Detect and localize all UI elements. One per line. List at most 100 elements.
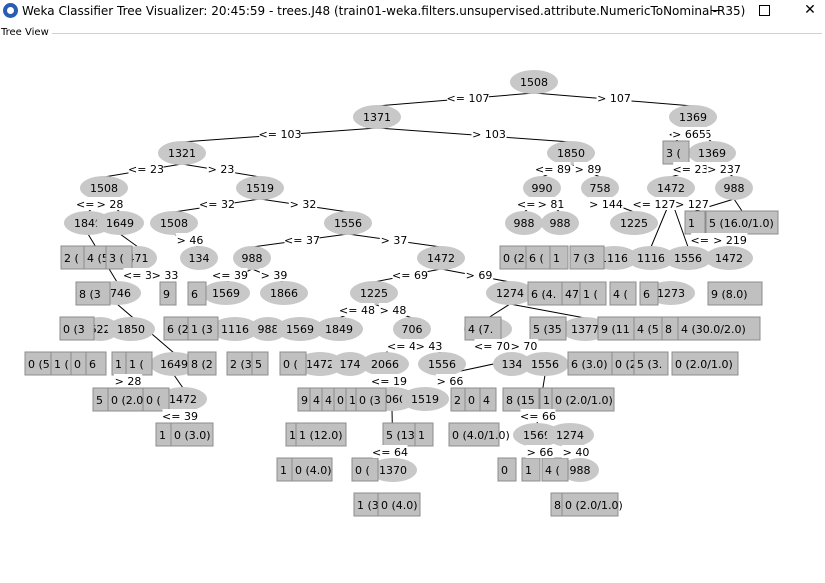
tree-leaf[interactable]: 0 (2.0/1.0) [561, 492, 623, 517]
tree-node[interactable]: 988 [505, 211, 543, 235]
tree-node[interactable]: 1866 [260, 281, 308, 305]
tree-node[interactable]: 1649 [150, 352, 198, 376]
tree-node[interactable]: 988 [233, 246, 271, 270]
tree-node[interactable]: 988 [715, 176, 753, 200]
tree-leaf[interactable]: 6 [639, 281, 659, 306]
tree-node[interactable]: 1850 [107, 317, 155, 341]
tree-leaf[interactable]: 3 ( [105, 245, 133, 270]
tree-node[interactable]: 1274 [486, 281, 534, 305]
tree-leaf[interactable]: 1 ( [579, 281, 607, 306]
tree-node[interactable]: 706 [393, 317, 431, 341]
tree-node[interactable]: 2066 [361, 352, 409, 376]
tree-leaf[interactable]: 5 (13 [382, 422, 418, 447]
tree-node[interactable]: 1225 [610, 211, 658, 235]
tree-node[interactable]: 988 [249, 317, 287, 341]
tree-leaf[interactable]: 2 ( [60, 245, 88, 270]
tree-leaf[interactable]: 0 (4.0) [377, 492, 421, 517]
tree-node[interactable]: 1508 [80, 176, 128, 200]
tree-leaf[interactable]: 0 (3.0) [170, 422, 214, 447]
tree-node[interactable]: 1472 [159, 387, 207, 411]
tree-leaf[interactable]: 47 [561, 281, 583, 306]
tree-node[interactable]: 1116 [211, 317, 259, 341]
tree-leaf[interactable]: 6 [85, 351, 107, 376]
tree-node[interactable]: 1370 [369, 458, 417, 482]
tree-leaf[interactable]: 3 ( [662, 140, 690, 165]
tree-node[interactable]: 1569 [202, 281, 250, 305]
title-bar[interactable]: Weka Classifier Tree Visualizer: 20:45:5… [0, 0, 825, 22]
tree-leaf[interactable]: 0 (3 [59, 316, 95, 341]
tree-node[interactable]: 988 [561, 458, 599, 482]
tree-leaf[interactable]: 8 (3 [75, 281, 111, 306]
tree-leaf[interactable]: 0 (2.0/1.0) [671, 351, 739, 376]
tree-node[interactable]: 1519 [236, 176, 284, 200]
tree-leaf[interactable]: 6 (3.0) [567, 351, 613, 376]
tree-node[interactable]: 758 [581, 176, 619, 200]
tree-node[interactable]: 1321 [158, 141, 206, 165]
tree-node[interactable]: 1556 [521, 352, 569, 376]
tree-node[interactable]: 134 [493, 352, 531, 376]
tree-leaf[interactable]: 1 [549, 245, 569, 270]
tree-leaf[interactable]: 0 [497, 457, 517, 482]
tree-leaf[interactable]: 0 ( [351, 457, 379, 482]
tree-leaf[interactable]: 1 [521, 457, 541, 482]
tree-leaf[interactable]: 5 [251, 351, 269, 376]
tree-node[interactable]: 1849 [315, 317, 363, 341]
tree-node[interactable]: 1569 [513, 423, 561, 447]
tree-leaf[interactable]: 0 (2.0 [107, 387, 149, 412]
tree-leaf[interactable]: 8 (2 [187, 351, 217, 376]
tree-node[interactable]: 990 [523, 176, 561, 200]
tree-leaf[interactable]: 4 ( [609, 281, 637, 306]
tree-node[interactable]: 1371 [353, 105, 401, 129]
tree-node[interactable]: 1472 [417, 246, 465, 270]
maximize-button[interactable] [741, 0, 787, 22]
tree-leaf[interactable]: 4 (7. [464, 316, 502, 341]
minimize-button[interactable] [693, 0, 739, 22]
tree-leaf[interactable]: 0 (2.0/1.0) [551, 387, 615, 412]
tree-leaf[interactable]: 9 (8.0) [707, 281, 763, 306]
tree-node[interactable]: 1472 [705, 246, 753, 270]
tree-leaf[interactable]: 7 (3 [569, 245, 605, 270]
tree-leaf[interactable]: 0 (5 [24, 351, 54, 376]
tree-leaf[interactable]: 9 (11 [597, 316, 635, 341]
tree-leaf[interactable]: 1 (3 [187, 316, 219, 341]
tree-node[interactable]: 1274 [546, 423, 594, 447]
tree-leaf[interactable]: 6 (4. [527, 281, 565, 306]
tree-leaf[interactable]: 1 [414, 422, 434, 447]
tree-leaf[interactable]: 0 (2 [499, 245, 531, 270]
tree-leaf[interactable]: 5 (35 [529, 316, 567, 341]
tree-node[interactable]: 1569 [276, 317, 324, 341]
tree-leaf[interactable]: 5 [92, 387, 110, 412]
tree-leaf[interactable]: 1 [155, 422, 173, 447]
tree-node[interactable]: 1556 [324, 211, 372, 235]
tree-node[interactable]: 1556 [664, 246, 712, 270]
tree-leaf[interactable]: 6 ( [525, 245, 553, 270]
tree-leaf[interactable]: 1 [684, 210, 706, 235]
tree-node[interactable]: 1649 [96, 211, 144, 235]
tree-node[interactable]: 1225 [350, 281, 398, 305]
close-button[interactable]: ✕ [787, 0, 825, 22]
tree-leaf[interactable]: 1 [276, 457, 294, 482]
tree-leaf[interactable]: 9 [159, 281, 177, 306]
tree-node[interactable]: 1377 [561, 317, 609, 341]
tree-leaf[interactable]: 1 ( [125, 351, 153, 376]
tree-leaf[interactable]: 4 [479, 387, 497, 412]
tree-leaf[interactable]: 4 (30.0/2.0) [677, 316, 761, 341]
tree-leaf[interactable]: 8 (15 [502, 387, 540, 412]
tree-node[interactable]: 1508 [510, 70, 558, 94]
tree-node[interactable]: 1273 [647, 281, 695, 305]
tree-node[interactable]: 174 [331, 352, 369, 376]
tree-node[interactable]: 1369 [688, 141, 736, 165]
tree-node[interactable]: 1850 [547, 141, 595, 165]
tree-leaf[interactable]: 2 (3 [226, 351, 258, 376]
tree-leaf[interactable]: 0 [70, 351, 90, 376]
tree-leaf[interactable]: 6 [187, 281, 207, 306]
tree-leaf[interactable]: 0 (4.0/1.0) [448, 422, 510, 447]
tree-node[interactable]: 134 [180, 246, 218, 270]
tree-leaf[interactable]: 4 (5 [83, 245, 113, 270]
tree-node[interactable]: 1369 [669, 105, 717, 129]
tree-node[interactable]: 1472 [647, 176, 695, 200]
tree-node[interactable]: 988 [541, 211, 579, 235]
tree-leaf[interactable]: 0 ( [279, 351, 307, 376]
tree-node[interactable]: 1472 [296, 352, 344, 376]
